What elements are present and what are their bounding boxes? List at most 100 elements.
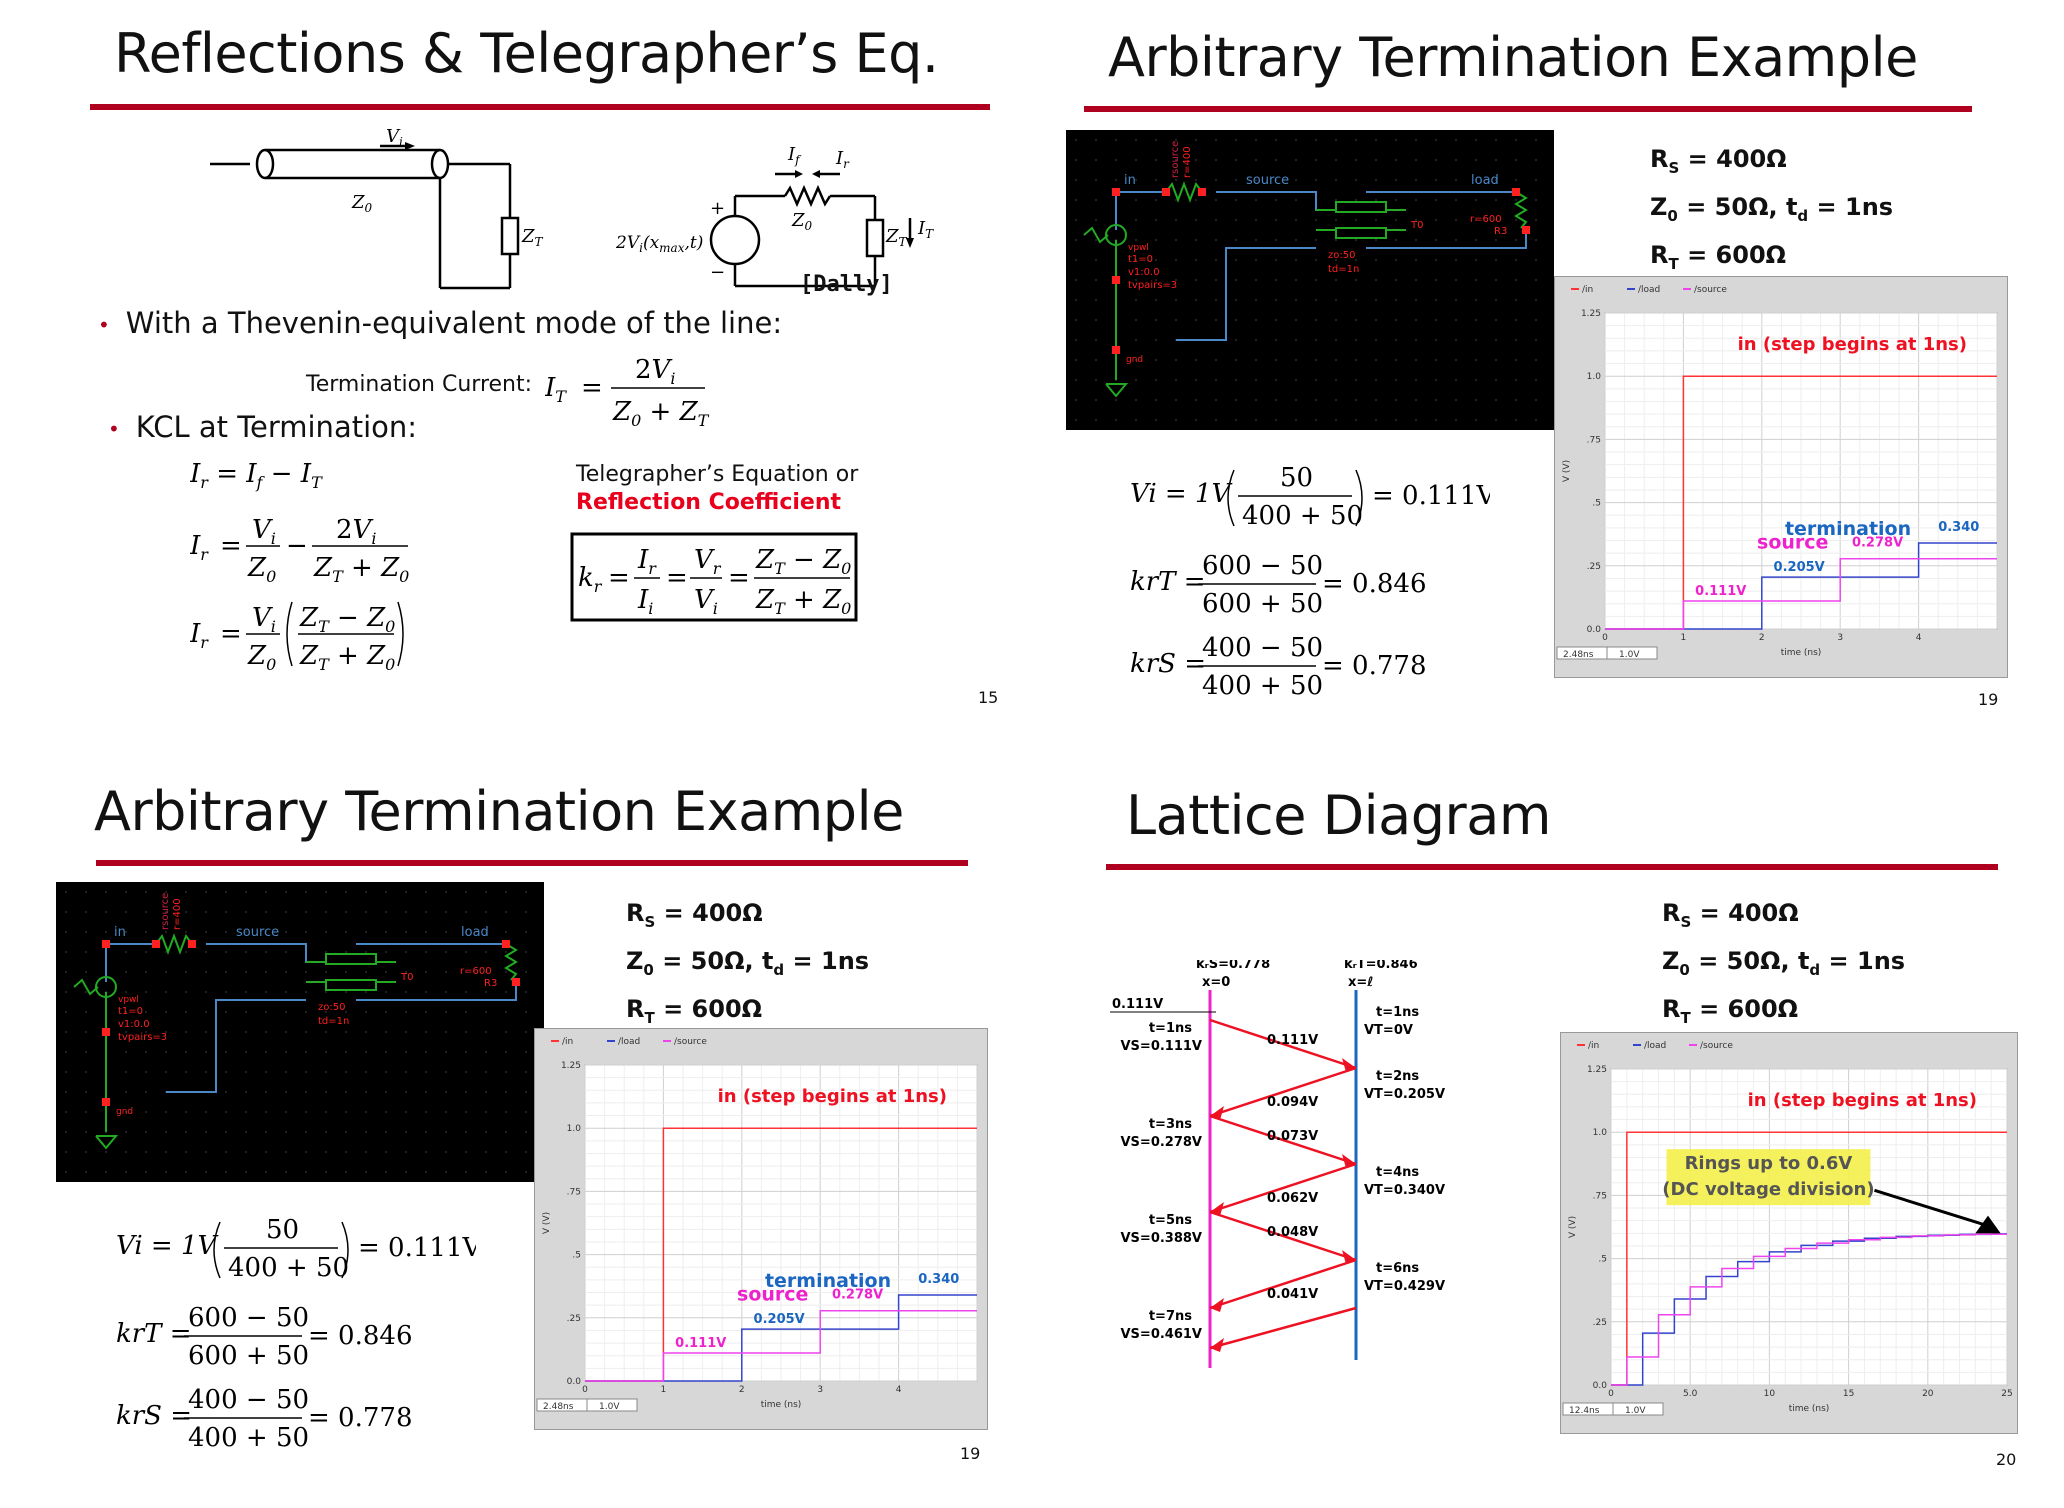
- schematic-label-load: load: [461, 925, 489, 940]
- wave-label: 0.111V: [1267, 1033, 1318, 1048]
- svg-text:Vi: Vi: [252, 515, 276, 548]
- arrow-head-icon: [1210, 1298, 1224, 1312]
- legend-entry[interactable]: /load: [1644, 1041, 1666, 1051]
- x-tick-label: 3: [1837, 633, 1843, 643]
- y-tick-label: 1.0: [1593, 1128, 1608, 1138]
- eq-krt-lhs: krT =: [116, 1319, 192, 1349]
- wire-source: [206, 943, 326, 963]
- wave-arrow: [1209, 1210, 1357, 1262]
- legend-entry[interactable]: /in: [1582, 285, 1593, 295]
- pin-marker: [1112, 276, 1120, 284]
- y-tick-label: .5: [1592, 499, 1601, 509]
- legend-entry[interactable]: /load: [1638, 285, 1660, 295]
- kcl-equations: Ir = If − IT Ir = Vi Z0 − 2Vi ZT + Z0 Ir…: [190, 459, 409, 674]
- wave-arrow: [1209, 1018, 1357, 1070]
- header-x0: x=0: [1202, 975, 1230, 990]
- schematic-label-r400: r=400: [172, 898, 183, 930]
- svg-text:Z0: Z0: [351, 192, 373, 215]
- schematic-label-rsource: rsource: [160, 893, 171, 930]
- svg-text:ZT + Z0: ZT + Z0: [299, 641, 395, 674]
- tline-body: [325, 979, 377, 991]
- y-tick-label: 0.0: [567, 1377, 582, 1387]
- x-tick-label: 4: [896, 1385, 902, 1395]
- resistor-source: [1165, 181, 1203, 203]
- y-tick-label: 0.0: [1587, 625, 1602, 635]
- ground-icon: [95, 1135, 119, 1150]
- pin-marker: [1198, 188, 1206, 196]
- bullet-text: KCL at Termination:: [135, 410, 418, 444]
- x-axis-label: time (ns): [761, 1400, 802, 1410]
- termination-current-equation: IT = 2Vi Z0 + ZT: [545, 355, 710, 430]
- eq-krs-lhs: krS =: [116, 1401, 192, 1431]
- svg-text:ZT: ZT: [521, 226, 544, 249]
- svg-text:Z0 + ZT: Z0 + ZT: [612, 397, 710, 430]
- x-tick-label: 5.0: [1683, 1389, 1698, 1399]
- x-tick-label: 0: [1608, 1389, 1614, 1399]
- legend-entry[interactable]: /source: [1694, 285, 1727, 295]
- svg-text:ZT: ZT: [885, 226, 908, 249]
- footer-box: [1612, 1402, 1664, 1416]
- legend-entry[interactable]: /load: [618, 1037, 640, 1047]
- label-0111: 0.111V: [675, 1336, 726, 1351]
- svg-text:−: −: [286, 531, 308, 561]
- parameter-list: RS = 400Ω Z0 = 50Ω, td = 1ns RT = 600Ω: [1650, 140, 1893, 283]
- eq-krt-den: 600 + 50: [188, 1341, 309, 1371]
- svg-text:Z0: Z0: [247, 553, 276, 586]
- voltage-source-icon: [1105, 224, 1127, 246]
- arrow-head-icon: [1975, 1215, 2001, 1234]
- tline-bottom: [306, 981, 396, 991]
- svg-text:Ir = If − IT: Ir = If − IT: [190, 459, 323, 492]
- initial-voltage: 0.111V: [1112, 997, 1163, 1012]
- source-event-voltage: VS=0.461V: [1121, 1327, 1203, 1342]
- param-z0-value: 50Ω, t: [690, 946, 774, 975]
- svg-text:+: +: [710, 198, 725, 219]
- legend-entry[interactable]: /in: [1588, 1041, 1599, 1051]
- y-axis-label: V (V): [1562, 460, 1572, 482]
- y-tick-label: 1.0: [1587, 372, 1602, 382]
- param-rs-value: 400Ω: [1728, 899, 1799, 927]
- y-tick-label: 0.0: [1593, 1381, 1608, 1391]
- param-td-value: 1ns: [1845, 192, 1894, 221]
- load-event-time: t=4ns: [1376, 1165, 1419, 1180]
- page-number: 19: [960, 1444, 981, 1463]
- schematic-label-r400: r=400: [1182, 146, 1193, 178]
- label-source: source: [737, 1284, 808, 1306]
- wave-arrow: [1209, 1306, 1357, 1350]
- eq-vi-num: 50: [266, 1215, 299, 1245]
- svg-text:Vi: Vi: [386, 128, 403, 149]
- plot-area: [1610, 1068, 2008, 1386]
- legend-entry[interactable]: /source: [1700, 1041, 1733, 1051]
- footer-time: 12.4ns: [1569, 1406, 1600, 1416]
- param-rs-value: 400Ω: [692, 899, 763, 927]
- svg-text:Z0: Z0: [791, 210, 813, 233]
- schematic-label-t0: T0: [400, 972, 413, 983]
- schematic-label-vpwl: vpwl: [1128, 243, 1149, 253]
- pin-marker: [1112, 188, 1120, 196]
- source-event-time: t=1ns: [1149, 1021, 1192, 1036]
- schematic-label-t1: t1=0: [1128, 254, 1153, 265]
- wire-gnd-load: [1366, 230, 1527, 249]
- label-0205: 0.205V: [1774, 560, 1825, 575]
- resistor-load: [1514, 191, 1528, 229]
- page-number: 19: [1978, 690, 1999, 709]
- annotation-highlight: [1666, 1149, 1871, 1206]
- legend-entry[interactable]: /in: [562, 1037, 573, 1047]
- label-termination: termination: [765, 1270, 891, 1292]
- eq-vi-num: 50: [1280, 463, 1313, 493]
- param-z0-value: 50Ω, t: [1726, 946, 1810, 975]
- schematic-label-zo: zo:50: [318, 1002, 345, 1013]
- svg-text:Vr: Vr: [694, 545, 722, 578]
- source-event-time: t=3ns: [1149, 1117, 1192, 1132]
- param-rt-value: 600Ω: [1715, 240, 1787, 269]
- eq-krs-result: = 0.778: [308, 1403, 412, 1433]
- param-rt: RT = 600Ω: [626, 994, 763, 1027]
- schematic-label-in: in: [114, 925, 126, 940]
- eq-krs-lhs: krS =: [1130, 649, 1206, 679]
- legend-entry[interactable]: /source: [674, 1037, 707, 1047]
